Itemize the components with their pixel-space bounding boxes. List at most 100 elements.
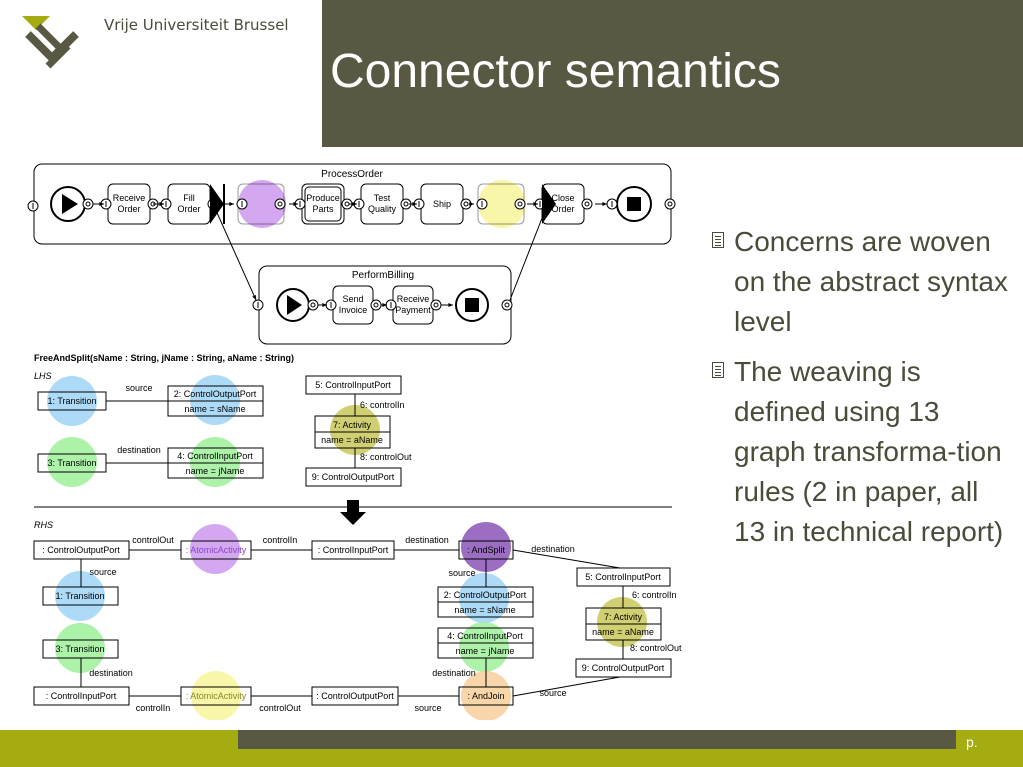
arrow-head-icon — [293, 202, 298, 206]
highlight-yellow — [478, 180, 526, 228]
bullet-text: The weaving is defined using 13 graph tr… — [734, 356, 1004, 547]
slide-title: Connector semantics — [330, 45, 781, 98]
process-graph: ProcessOrderReceiveOrderFillOrderProduce… — [27, 163, 676, 345]
edge-label: 8: controlOut — [630, 643, 682, 653]
arrow-head-icon — [382, 303, 387, 307]
arrow-head-icon — [322, 303, 327, 307]
edge-label: destination — [117, 445, 161, 455]
node-label: 3: Transition — [47, 458, 96, 468]
rhs-label: RHS — [34, 520, 53, 530]
port-dot — [277, 201, 283, 207]
node-label: name = jName — [456, 646, 515, 656]
node-label: 7: Activity — [604, 612, 643, 622]
highlight-blue — [47, 376, 97, 426]
title-bar: Connector semantics — [322, 0, 1023, 147]
bullet-icon — [712, 232, 724, 248]
lhs-label: LHS — [34, 371, 52, 381]
edge-label: controlIn — [136, 703, 171, 713]
edge-label: destination — [89, 668, 133, 678]
edge-label: destination — [432, 668, 476, 678]
arrow-head-icon — [252, 295, 256, 300]
port-icon — [581, 198, 593, 210]
arrow-head-icon — [159, 202, 164, 206]
node-label: name = aName — [321, 435, 383, 445]
port-dot — [433, 302, 439, 308]
activity-label: Fill — [183, 193, 195, 203]
node-box — [42, 586, 119, 606]
bullet-text: Concerns are woven on the abstract synta… — [734, 226, 1008, 337]
node-label: 3: Transition — [55, 644, 104, 654]
process-order-title: ProcessOrder — [321, 169, 383, 180]
play-icon — [287, 295, 302, 315]
node-box — [305, 375, 402, 395]
connector-semantics-diagram: ProcessOrderReceiveOrderFillOrderProduce… — [27, 163, 682, 720]
activity-label: Close — [551, 193, 574, 203]
node-label: name = sName — [184, 404, 245, 414]
activity-label: Payment — [395, 305, 431, 315]
edge-label: 6: controlIn — [632, 590, 677, 600]
highlight-green — [459, 622, 509, 672]
node-label: name = sName — [454, 605, 515, 615]
arrow-head-icon — [229, 202, 234, 206]
node-label: 7: Activity — [333, 420, 372, 430]
activity-label: Order — [551, 204, 574, 214]
node-label: : ControlInputPort — [318, 545, 389, 555]
rule-signature: FreeAndSplit(sName : String, jName : Str… — [34, 353, 294, 363]
node-label: 9: ControlOutputPort — [582, 663, 665, 673]
edge-label: destination — [405, 535, 449, 545]
bullet-item: The weaving is defined using 13 graph tr… — [712, 352, 1012, 552]
edge-label: source — [125, 383, 152, 393]
node-label: name = aName — [592, 627, 654, 637]
node-label: 1: Transition — [55, 591, 104, 601]
node-box — [305, 467, 402, 487]
activity-label: Produce — [306, 193, 340, 203]
highlight-green — [47, 437, 97, 487]
highlight-blue — [55, 571, 105, 621]
highlight-yellow — [191, 671, 241, 720]
arrow-head-icon — [99, 202, 104, 206]
activity-label: Order — [117, 204, 140, 214]
node-label: : AndSplit — [467, 545, 506, 555]
port-dot — [403, 201, 409, 207]
highlight-blue — [190, 375, 240, 425]
port-icon — [664, 198, 676, 210]
bullet-list: Concerns are woven on the abstract synta… — [712, 222, 1012, 562]
highlight-olive — [597, 597, 647, 647]
edge-label: controlIn — [263, 535, 298, 545]
port-dot — [504, 302, 510, 308]
highlight-purple — [190, 524, 240, 574]
port-dot — [584, 201, 590, 207]
node-label: : ControlOutputPort — [42, 545, 120, 555]
edge-label: source — [89, 567, 116, 577]
edge-label: 6: controlIn — [360, 400, 405, 410]
node-label: 1: Transition — [47, 396, 96, 406]
arrow-head-icon — [448, 303, 453, 307]
node-box — [575, 658, 672, 678]
flow-arrow-line — [213, 205, 257, 301]
port-icon — [514, 198, 526, 210]
node-label: : ControlInputPort — [46, 691, 117, 701]
arrow-head-icon — [542, 208, 547, 213]
edge-label: controlOut — [132, 535, 174, 545]
edge-label: destination — [531, 544, 575, 554]
activity-label: Parts — [312, 204, 334, 214]
join-connector-icon — [542, 184, 556, 224]
port-icon — [430, 299, 442, 311]
node-label: : AtomicActivity — [186, 691, 247, 701]
flow-arrow-line — [509, 207, 547, 301]
down-arrow-icon — [340, 500, 366, 525]
highlight-orange — [461, 671, 511, 720]
stop-icon — [627, 197, 641, 211]
activity-label: Quality — [368, 204, 397, 214]
node-label: : ControlOutputPort — [316, 691, 394, 701]
port-icon — [501, 299, 513, 311]
edge-label: source — [448, 568, 475, 578]
port-dot — [373, 302, 379, 308]
port-dot — [85, 201, 91, 207]
edge-label: source — [414, 703, 441, 713]
bullet-icon — [712, 362, 724, 378]
footer-strip — [238, 730, 956, 749]
node-label: 9: ControlOutputPort — [312, 472, 395, 482]
highlight-blue — [459, 573, 509, 623]
node-label: 2: ControlOutputPort — [174, 389, 257, 399]
